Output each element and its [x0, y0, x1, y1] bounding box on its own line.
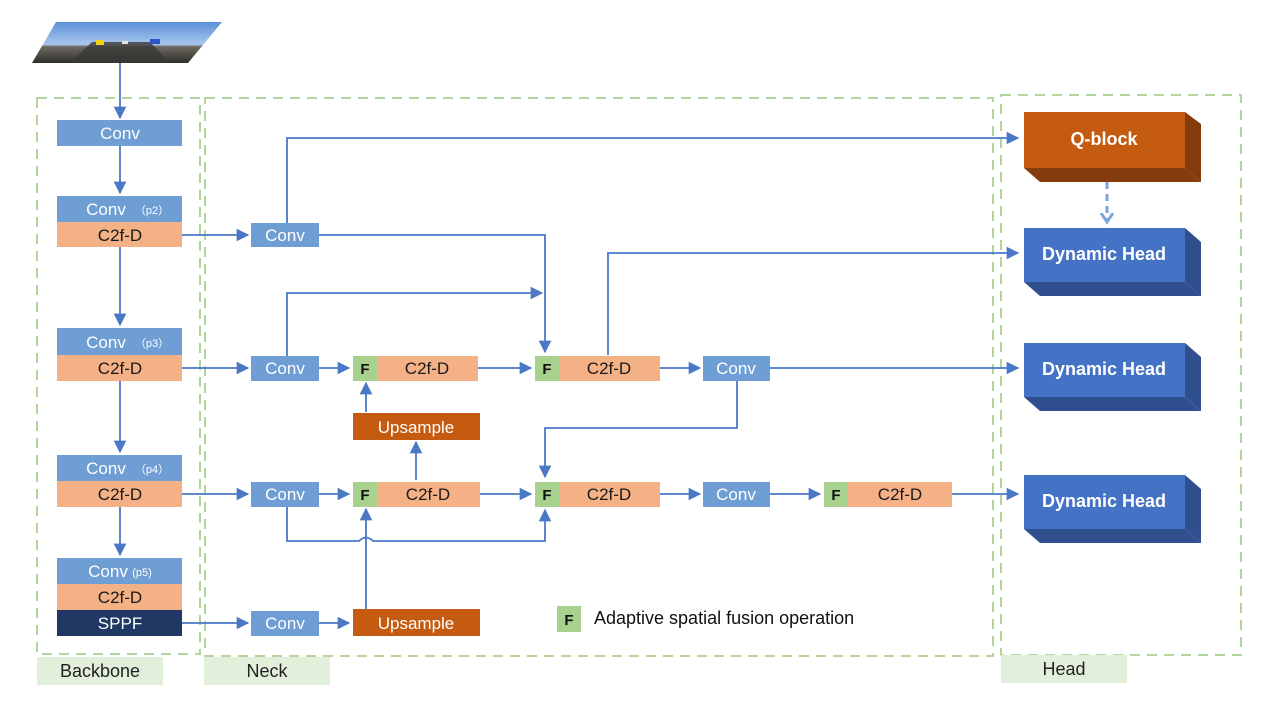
neck-upsample-top [353, 413, 480, 440]
backbone-c2f-p4-label: C2f-D [98, 485, 142, 504]
neck-fuse4-c2f [559, 482, 660, 507]
backbone-sppf [57, 610, 182, 636]
backbone-c2f-p3 [57, 355, 182, 381]
neck-conv-row1-label: Conv [265, 226, 305, 245]
backbone-blocks: Conv Conv （p2） C2f-D Conv （p3） C2f-D Con… [57, 120, 182, 636]
head-region: Head [1000, 94, 1242, 683]
backbone-p5-tag: (p5) [132, 567, 152, 579]
neck-fuse2-c2f-label: C2f-D [587, 359, 631, 378]
backbone-c2f-p2 [57, 222, 182, 247]
neck-fuse5-mark [824, 482, 848, 507]
backbone-c2f-p5-label: C2f-D [98, 588, 142, 607]
neck-conv-row4-label: Conv [265, 614, 305, 633]
neck-fuse1-c2f [377, 356, 478, 381]
legend-mark [557, 606, 581, 632]
dynamic-head-3-label: Dynamic Head [1042, 491, 1166, 511]
neck-upsample-bottom-label: Upsample [378, 614, 455, 633]
backbone-p4-tag: （p4） [135, 463, 169, 476]
neck-conv-row3-label: Conv [265, 485, 305, 504]
legend-mark-label: F [564, 612, 573, 629]
neck-region: Neck [204, 97, 994, 685]
input-image [32, 22, 222, 63]
backbone-conv-p5 [57, 558, 182, 584]
backbone-conv-p2 [57, 196, 182, 222]
backbone-region: Backbone [36, 97, 201, 685]
backbone-label: Backbone [60, 661, 140, 681]
neck-fuse5-c2f-label: C2f-D [878, 485, 922, 504]
backbone-sppf-label: SPPF [98, 614, 142, 633]
neck-fuse3-c2f-label: C2f-D [406, 485, 450, 504]
neck-upsample-bottom [353, 609, 480, 636]
backbone-conv-p2-label: Conv [86, 200, 126, 219]
head-label-bg [1001, 655, 1127, 683]
neck-blocks: Conv Conv Conv Conv F C2f-D F C2f-D Conv… [251, 223, 952, 636]
neck-label: Neck [246, 661, 288, 681]
dynamic-head-1: Dynamic Head [1024, 228, 1201, 296]
backbone-label-bg [37, 657, 163, 685]
qblock: Q-block [1024, 112, 1201, 182]
neck-fuse4-mark [535, 482, 559, 507]
neck-fuse5-c2f [848, 482, 952, 507]
neck-label-bg [204, 657, 330, 685]
neck-fuse1-c2f-label: C2f-D [405, 359, 449, 378]
head-label: Head [1042, 659, 1085, 679]
qblock-label: Q-block [1070, 129, 1138, 149]
neck-fuse1-mark-label: F [360, 361, 369, 378]
connections [113, 63, 1107, 630]
backbone-c2f-p4 [57, 481, 182, 507]
neck-fuse2-mark-label: F [542, 361, 551, 378]
head-blocks: Q-block Dynamic Head Dynamic Head Dynami… [1024, 112, 1201, 543]
backbone-conv-stem [57, 120, 182, 146]
dynamic-head-3: Dynamic Head [1024, 475, 1201, 543]
backbone-c2f-p2-label: C2f-D [98, 226, 142, 245]
neck-fuse2-mark [535, 356, 559, 381]
dynamic-head-2: Dynamic Head [1024, 343, 1201, 411]
backbone-c2f-p5 [57, 584, 182, 610]
neck-conv-row2-label: Conv [265, 359, 305, 378]
neck-conv-row3 [251, 482, 319, 507]
backbone-conv-stem-label: Conv [100, 124, 140, 143]
neck-conv-row2 [251, 356, 319, 381]
backbone-conv-p5-label: Conv [88, 562, 128, 581]
backbone-conv-p4-label: Conv [86, 459, 126, 478]
neck-upsample-top-label: Upsample [378, 418, 455, 437]
backbone-p2-tag: （p2） [135, 204, 169, 217]
neck-conv-row4 [251, 611, 319, 636]
legend: F Adaptive spatial fusion operation [557, 606, 854, 632]
legend-text: Adaptive spatial fusion operation [594, 608, 854, 628]
backbone-conv-p3-label: Conv [86, 333, 126, 352]
neck-conv-after-fuse2 [703, 356, 770, 381]
backbone-conv-p4 [57, 455, 182, 481]
neck-fuse4-mark-label: F [542, 487, 551, 504]
neck-conv-after-fuse4 [703, 482, 770, 507]
neck-fuse1-mark [353, 356, 377, 381]
neck-conv-after-fuse2-label: Conv [716, 359, 756, 378]
neck-fuse3-mark [353, 482, 377, 507]
dynamic-head-2-label: Dynamic Head [1042, 359, 1166, 379]
backbone-p3-tag: （p3） [135, 337, 169, 350]
neck-fuse2-c2f [559, 356, 660, 381]
backbone-conv-p3 [57, 328, 182, 355]
dynamic-head-1-label: Dynamic Head [1042, 244, 1166, 264]
neck-fuse4-c2f-label: C2f-D [587, 485, 631, 504]
neck-conv-after-fuse4-label: Conv [716, 485, 756, 504]
neck-fuse3-c2f [377, 482, 480, 507]
neck-fuse5-mark-label: F [831, 487, 840, 504]
backbone-c2f-p3-label: C2f-D [98, 359, 142, 378]
neck-conv-row1 [251, 223, 319, 247]
neck-fuse3-mark-label: F [360, 487, 369, 504]
